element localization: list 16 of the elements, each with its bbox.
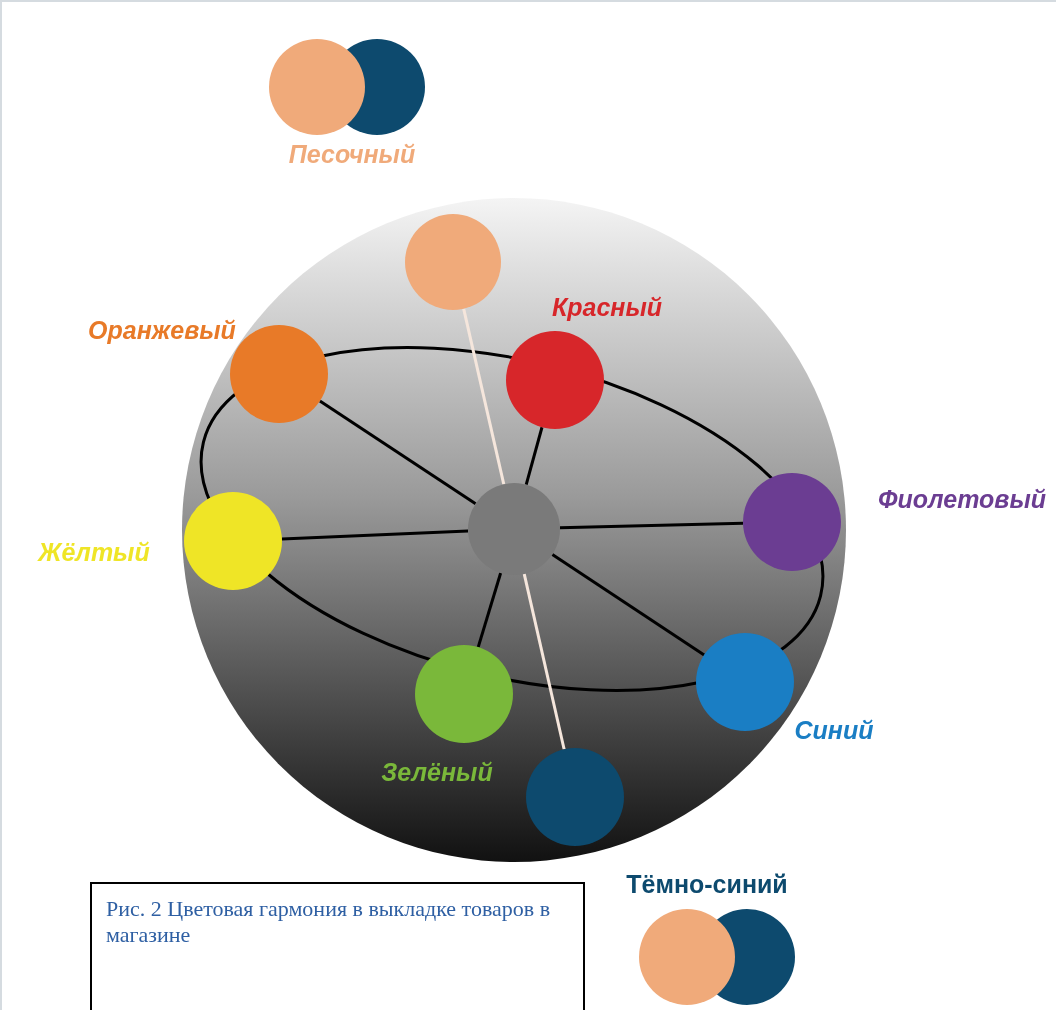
connector-line (462, 308, 506, 485)
color-label: Тёмно-синий (626, 869, 788, 899)
color-label: Фиолетовый (877, 484, 1047, 514)
color-label: Оранжевый (88, 315, 236, 345)
color-label: Песочный (288, 139, 416, 169)
connector-line (476, 572, 503, 648)
color-label: Синий (794, 715, 874, 745)
color-label: Красный (551, 292, 663, 322)
connector-line (524, 426, 544, 486)
connector-line (559, 521, 744, 530)
color-label: Жёлтый (38, 537, 150, 567)
connector-line (319, 399, 477, 505)
connector-line (281, 529, 469, 541)
color-label: Зелёный (381, 757, 493, 787)
figure-caption: Рис. 2 Цветовая гармония в выкладке товаров в магазине (90, 882, 585, 1010)
connector-line (522, 573, 566, 750)
